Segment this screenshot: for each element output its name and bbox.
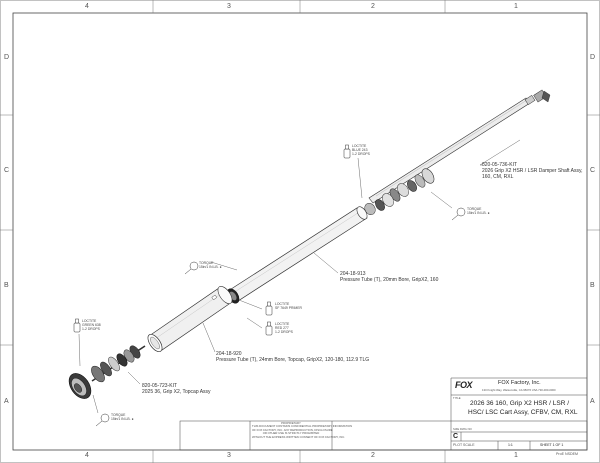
zone-column-label: 4 [85,3,89,10]
callout-damper-shaft: 820-05-736-KIT 2026 Grip X2 HSR / LSR Da… [482,162,583,180]
pressure-tube-24mm [147,286,233,353]
zone-column-label: 3 [227,3,231,10]
callout-pressure-tube-20: 204-18-913 Pressure Tube (T), 20mm Bore,… [340,271,438,283]
tag-line: RED 277 [275,326,289,330]
notice-line: OR OTHER USE IS STRICTLY PROHIBITED [262,431,320,436]
zone-row-label: D [4,54,10,61]
callout-pressure-tube-24: 204-18-920 Pressure Tube (T), 24mm Bore,… [216,351,369,363]
tag-line: 15in/1 IN.LB. ● [111,417,134,421]
part-description: Pressure Tube (T), 20mm Bore, GripX2, 16… [340,277,439,283]
zone-row-label: A [590,398,595,405]
torque-note: TORQUE 15in/1 IN.LB. ● [199,261,222,269]
zone-row-label: D [590,54,596,61]
part-number: 820-05-736-KIT [482,162,518,168]
tag-line: 15in/1 IN.LB. ● [199,265,222,269]
tag-line: 15in/1 IN.LB. ● [467,211,490,215]
torque-wrench-icon-mid [184,261,199,275]
tag-line: GREEN 638 [82,323,101,327]
damper-shaft-assembly [354,89,551,219]
plot-scale: 1:1 [508,443,513,447]
drawing-title-line-1: 2026 36 160, Grip X2 HSR / LSR / [470,400,569,407]
zone-row-label: C [590,167,596,174]
drawing-footer: ProE NSDEM [556,452,578,456]
sheet-size: C [453,433,459,440]
zone-row-label: B [590,282,595,289]
loctite-note: LOCTITE GREEN 638 1-2 DROPS [82,319,101,331]
zone-column-label: 2 [371,452,375,459]
tag-line: LOCTITE [275,302,290,306]
loctite-bottle-icon-green [73,318,81,333]
tag-line: 1-2 DROPS [275,330,293,334]
leader-lines [78,139,521,414]
loctite-bottle-icon-red [265,321,273,336]
loctite-note: LOCTITE SF 7649 PRIMER [275,302,302,310]
pressure-tube-20mm [226,206,368,304]
torque-note: TORQUE 15in/1 IN.LB. ● [467,207,490,215]
zone-column-label: 4 [85,452,89,459]
tag-line: LOCTITE [352,144,367,148]
callout-topcap: 820-05-723-KIT 2025 36, Grip X2, Topcap … [142,383,211,395]
zone-row-label: A [4,398,9,405]
zone-column-label: 3 [227,452,231,459]
drawing-title-line-2: HSC/ LSC Cart Assy, CFBV, CM, RXL [468,409,578,416]
part-description: 2025 36, Grip X2, Topcap Assy [142,389,211,395]
zone-row-label: C [4,167,10,174]
part-description: 160, CM, RXL [482,174,514,180]
tag-line: SF 7649 PRIMER [275,306,302,310]
notice-line: THIS DOCUMENT CONTAINS CONFIDENTIAL PROP… [252,424,353,429]
notice-line: PROPRIETARY [281,421,301,425]
sheet-number: SHEET 1 OF 1 [540,443,564,447]
company-address: 130 Knight Way, Watsonville, CA 95076 US… [482,388,556,392]
part-number: 820-05-723-KIT [142,383,178,389]
part-description: Pressure Tube (T), 24mm Bore, Topcap, Gr… [216,357,370,363]
notice-line: OF FOX FACTORY, INC. ANY REPRODUCTION, D… [252,427,333,432]
size-label: SIZE DWG NO [453,427,472,431]
fox-logo: FOX [455,380,473,390]
tag-line: TORQUE [199,261,214,265]
loctite-bottle-icon-top [343,144,351,159]
tag-line: 1-2 DROPS [82,327,100,331]
title-block [179,377,588,451]
tag-line: LOCTITE [82,319,97,323]
zone-column-label: 2 [371,3,375,10]
zone-row-label: B [4,282,9,289]
part-description: 2026 Grip X2 HSR / LSR Damper Shaft Assy… [482,168,583,174]
tag-line: BLUE 243 [352,148,368,152]
company-name: FOX Factory, Inc. [498,380,541,386]
part-number: 204-18-920 [216,351,242,357]
zone-column-label: 1 [514,3,518,10]
topcap-assembly [68,345,146,399]
plot-scale-label: PLOT SCALE [453,443,475,447]
notice-line: WITHOUT THE EXPRESS WRITTEN CONSENT OF F… [252,434,346,439]
loctite-note: LOCTITE BLUE 243 1-2 DROPS [352,144,370,156]
title-label: TITLE [453,396,461,400]
part-number: 204-18-913 [340,271,366,277]
tag-line: TORQUE [111,413,126,417]
torque-note: TORQUE 15in/1 IN.LB. ● [111,413,134,421]
loctite-note: LOCTITE RED 277 1-2 DROPS [275,322,293,334]
tag-line: TORQUE [467,207,482,211]
torque-wrench-icon-bottom [95,413,110,427]
tag-line: 1-2 DROPS [352,152,370,156]
torque-wrench-icon-top [451,207,466,221]
proprietary-notice: PROPRIETARY THIS DOCUMENT CONTAINS CONFI… [252,421,353,439]
zone-column-label: 1 [514,452,518,459]
loctite-bottle-icon-primer [265,301,273,316]
tag-line: LOCTITE [275,322,290,326]
